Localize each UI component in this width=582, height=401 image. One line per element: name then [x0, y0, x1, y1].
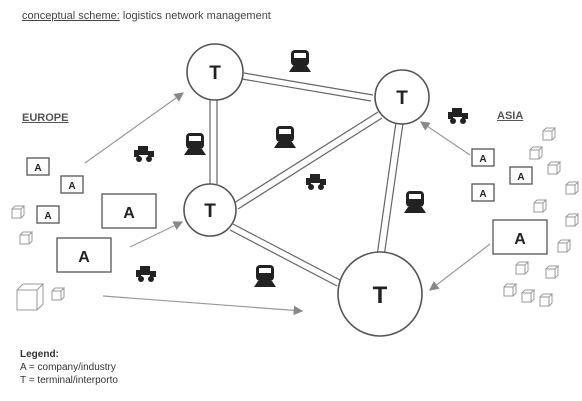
terminal-label: T	[396, 88, 408, 109]
flow-arrows	[84, 92, 491, 316]
train-icons	[184, 50, 426, 287]
legend-heading: Legend:	[20, 349, 59, 360]
company-label: A	[479, 189, 486, 200]
terminal-links	[209, 72, 404, 287]
legend-item-company: A = company/industry	[20, 362, 116, 373]
company-box	[471, 148, 495, 167]
terminal-node-top	[186, 43, 244, 101]
package-box-icon	[529, 146, 544, 160]
package-box-icon	[503, 283, 518, 297]
company-box	[492, 219, 548, 255]
package-box-icon	[515, 261, 530, 275]
package-box-icon	[51, 287, 66, 301]
package-box-icon	[539, 293, 554, 307]
truck-icon	[306, 174, 326, 190]
truck-icon	[448, 108, 468, 124]
company-label: A	[514, 231, 526, 248]
train-icon	[184, 133, 206, 155]
package-box-icon	[557, 239, 572, 253]
package-box-icon	[565, 213, 580, 227]
title-prefix: conceptual scheme:	[22, 10, 120, 22]
package-box-icon	[16, 283, 45, 311]
truck-icon	[136, 266, 156, 282]
truck-icon	[134, 146, 154, 162]
train-icon	[404, 191, 426, 213]
company-label: A	[68, 181, 75, 192]
region-label-europe: EUROPE	[22, 112, 69, 124]
package-box-icon	[565, 181, 580, 195]
title-text: logistics network management	[122, 10, 271, 22]
legend-item-terminal: T = terminal/interporto	[20, 375, 118, 386]
company-label: A	[479, 154, 486, 165]
company-label: A	[123, 205, 135, 222]
legend: Legend: A = company/industry T = termina…	[20, 348, 118, 387]
package-box-icon	[533, 199, 548, 213]
terminal-node-right	[374, 69, 430, 125]
company-label: A	[78, 249, 90, 266]
package-box-icon	[11, 205, 26, 219]
company-box	[101, 193, 157, 229]
package-box-icon	[542, 127, 557, 141]
company-box	[36, 205, 60, 224]
diagram-title: conceptual scheme: logistics network man…	[22, 10, 271, 22]
company-box	[26, 157, 50, 176]
company-box	[509, 166, 533, 185]
train-icon	[289, 50, 311, 72]
package-box-icon	[545, 265, 560, 279]
terminal-node-middle	[183, 183, 237, 237]
region-label-asia: ASIA	[497, 110, 524, 122]
package-box-icons	[11, 127, 580, 311]
truck-icons	[134, 108, 468, 282]
terminal-label: T	[204, 201, 216, 222]
package-box-icon	[547, 161, 562, 175]
terminal-label: T	[209, 63, 221, 84]
company-box	[56, 237, 112, 273]
terminal-label: T	[373, 282, 388, 309]
company-box	[471, 183, 495, 202]
train-icon	[254, 265, 276, 287]
company-label: A	[517, 172, 524, 183]
package-box-icon	[521, 289, 536, 303]
terminal-node-large	[337, 251, 423, 337]
company-box	[60, 175, 84, 194]
company-label: A	[34, 163, 41, 174]
train-icon	[274, 126, 296, 148]
package-box-icon	[19, 231, 34, 245]
company-label: A	[44, 211, 51, 222]
